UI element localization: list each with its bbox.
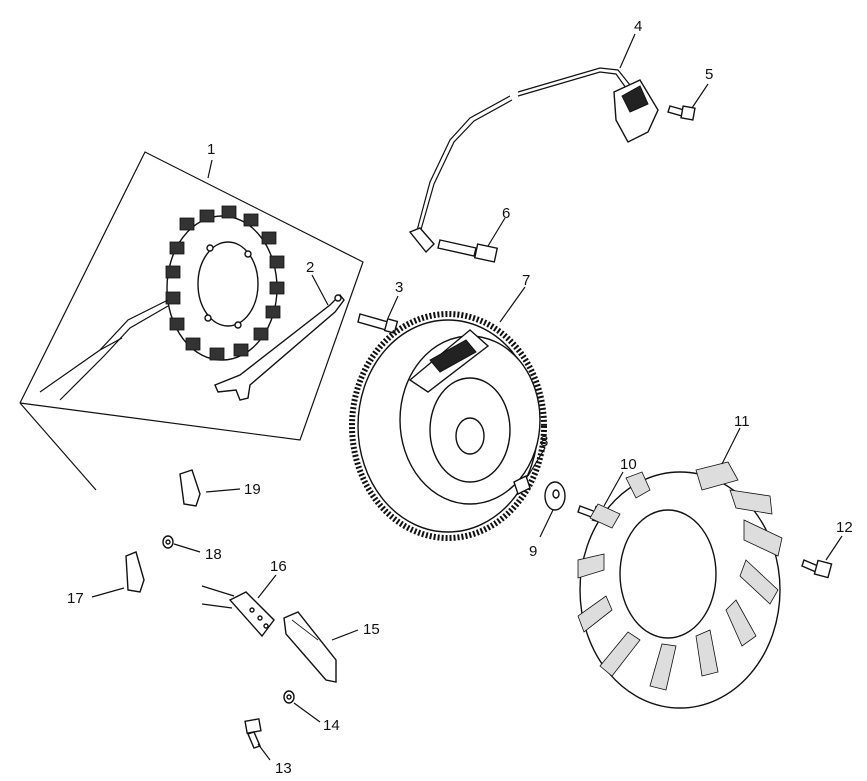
callout-15: 15 xyxy=(363,621,380,638)
callout-10: 10 xyxy=(620,456,637,473)
woodruff-key xyxy=(513,475,531,495)
stator xyxy=(39,205,285,401)
screw-5 xyxy=(667,105,696,121)
callout-7: 7 xyxy=(522,272,530,289)
screw-12 xyxy=(801,559,833,579)
bolt-3 xyxy=(357,313,399,334)
leader-lines xyxy=(91,33,843,761)
clamp-19 xyxy=(179,469,201,507)
callout-1: 1 xyxy=(207,141,215,158)
callout-3: 3 xyxy=(395,279,403,296)
callout-12: 12 xyxy=(836,519,853,536)
washer-18 xyxy=(162,535,174,549)
bracket xyxy=(214,293,345,401)
washer-14 xyxy=(283,690,295,704)
screw-13 xyxy=(244,718,262,749)
callout-5: 5 xyxy=(705,66,713,83)
ignition-coil-lead xyxy=(408,67,659,254)
washer-9 xyxy=(544,481,566,511)
callout-11: 11 xyxy=(734,413,750,430)
clamp-17 xyxy=(125,551,145,593)
callout-17: 17 xyxy=(67,590,84,607)
flywheel xyxy=(349,311,547,541)
callout-labels: 1 2 3 4 5 6 7 8 9 10 11 12 13 14 15 16 1… xyxy=(67,18,853,777)
callout-16: 16 xyxy=(270,558,287,575)
callout-14: 14 xyxy=(323,717,340,734)
stator-kit-outline xyxy=(19,151,364,491)
callout-6: 6 xyxy=(502,205,510,222)
callout-13: 13 xyxy=(275,760,292,777)
callout-18: 18 xyxy=(205,546,222,563)
callout-19: 19 xyxy=(244,481,261,498)
spark-plug xyxy=(437,239,499,263)
fan xyxy=(577,461,783,709)
rectifier-bracket xyxy=(283,611,337,683)
rectifier xyxy=(201,585,275,638)
callout-8: 8 xyxy=(540,433,548,450)
callout-4: 4 xyxy=(634,18,642,35)
callout-9: 9 xyxy=(529,543,537,560)
callout-2: 2 xyxy=(306,259,314,276)
